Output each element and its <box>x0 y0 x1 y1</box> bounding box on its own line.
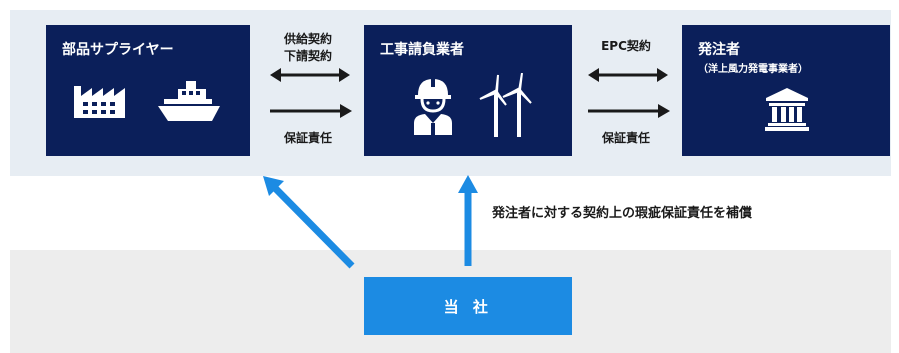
warranty-label-right: 保証責任 <box>601 131 650 145</box>
ship-icon <box>158 81 220 121</box>
contractor-title: 工事請負業者 <box>380 42 464 58</box>
supplier-title: 部品サプライヤー <box>62 42 174 58</box>
epc-contract-label: EPC契約 <box>601 39 651 53</box>
subcontract-line2: 下請契約 <box>283 49 332 63</box>
supply-contract-label: 供給契約 下請契約 <box>270 31 346 65</box>
client-title: 発注者 <box>698 42 740 58</box>
client-box: 発注者 （洋上風力発電事業者） <box>682 25 890 156</box>
warranty-arrow-right <box>588 104 670 118</box>
company-box: 当 社 <box>364 277 572 335</box>
factory-icon <box>74 86 125 118</box>
double-arrow-left <box>270 68 350 82</box>
warranty-arrow-left <box>270 104 352 118</box>
worker-icon <box>414 77 452 135</box>
wind-turbine-icon <box>479 73 532 137</box>
supplier-box: 部品サプライヤー <box>46 25 250 156</box>
supply-contract-line1: 供給契約 <box>283 32 332 46</box>
contractor-box: 工事請負業者 <box>364 25 572 156</box>
company-to-supplier-arrow <box>263 176 355 269</box>
indemnity-note: 発注者に対する契約上の瑕疵保証責任を補償 <box>492 206 753 221</box>
warranty-label-left: 保証責任 <box>283 131 332 145</box>
company-to-contractor-arrow <box>458 175 478 266</box>
institution-icon <box>765 88 809 131</box>
double-arrow-right <box>588 68 668 82</box>
client-subtitle: （洋上風力発電事業者） <box>698 64 808 75</box>
